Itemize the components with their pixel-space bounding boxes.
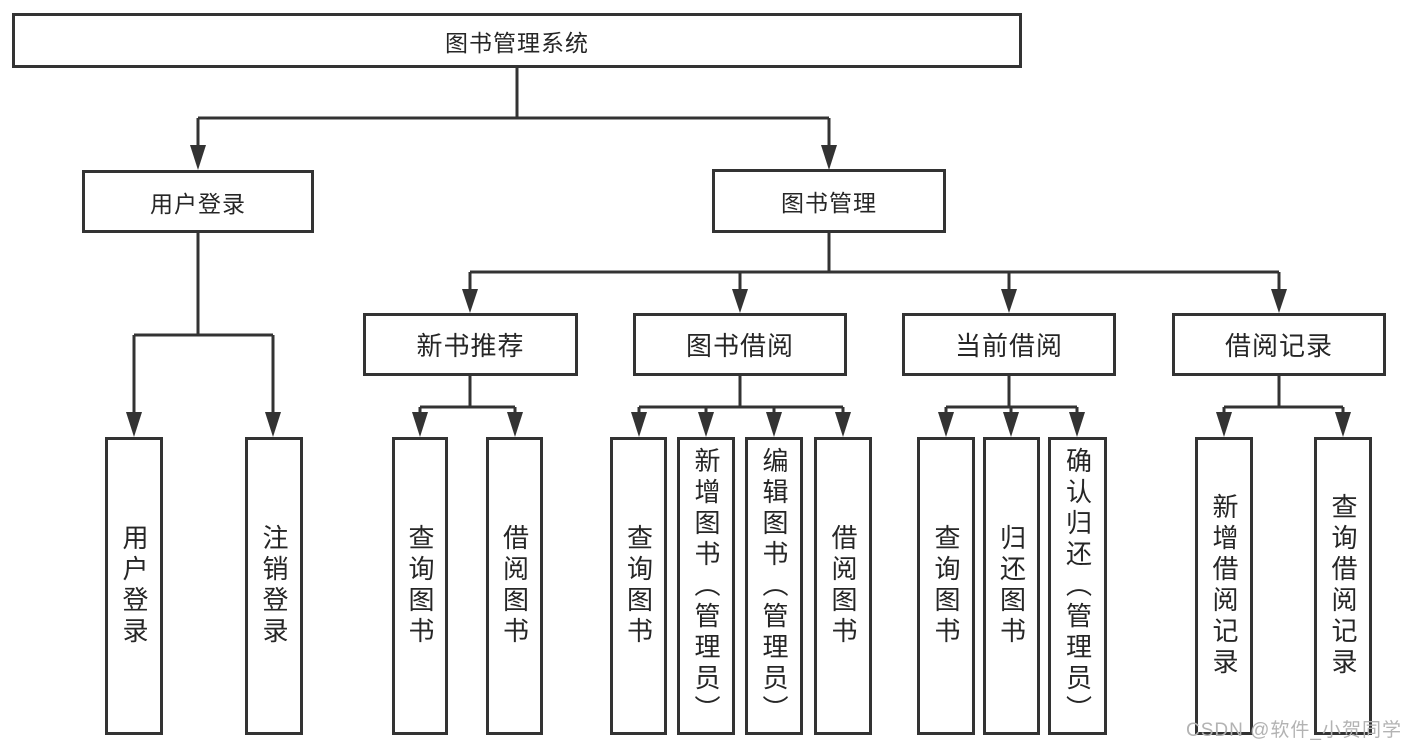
node-borrow-records: 借阅记录 (1172, 313, 1386, 376)
arrowheads (126, 145, 1351, 437)
arrowhead (938, 412, 954, 437)
leaf-confirm-return-admin: 确认归还（管理员） (1048, 437, 1107, 735)
connector-new-book-fork (418, 376, 517, 418)
leaf-user-login: 用户登录 (105, 437, 163, 735)
node-root: 图书管理系统 (12, 13, 1022, 68)
leaf-borrow-books-label: 借阅图书 (828, 524, 858, 648)
node-borrow-records-label: 借阅记录 (1224, 331, 1333, 361)
leaf-confirm-return-admin-label: 确认归还（管理员） (1062, 446, 1093, 726)
leaf-edit-books-admin-label: 编辑图书（管理员） (759, 446, 789, 726)
leaf-add-books-admin: 新增图书（管理员） (677, 437, 735, 735)
arrowhead (507, 412, 523, 437)
connector-user-login-fork (132, 233, 275, 418)
csdn-watermark: CSDN @软件_小贺同学 (1186, 720, 1402, 741)
arrowhead (462, 289, 478, 313)
connector-book-management-fork (468, 233, 1281, 295)
node-root-label: 图书管理系统 (445, 29, 589, 56)
leaf-query-borrow-record-label: 查询借阅记录 (1328, 493, 1358, 679)
leaf-query-books-recommend-label: 查询图书 (405, 524, 435, 648)
leaf-logout-label: 注销登录 (259, 524, 289, 648)
connector-current-borrow-fork (944, 376, 1079, 418)
arrowhead (412, 412, 428, 437)
node-book-borrow: 图书借阅 (633, 313, 847, 376)
node-book-management: 图书管理 (712, 169, 946, 233)
leaf-add-borrow-record: 新增借阅记录 (1195, 437, 1253, 735)
arrowhead (1271, 289, 1287, 313)
node-current-borrow: 当前借阅 (902, 313, 1116, 376)
leaf-query-books-borrow-label: 查询图书 (623, 524, 654, 648)
leaf-add-books-admin-label: 新增图书（管理员） (691, 446, 721, 726)
leaf-user-login-label: 用户登录 (119, 524, 149, 648)
arrowhead (1001, 289, 1017, 313)
leaf-return-books: 归还图书 (983, 437, 1040, 735)
leaf-logout: 注销登录 (245, 437, 303, 735)
leaf-query-books-current-label: 查询图书 (931, 524, 961, 648)
node-book-management-label: 图书管理 (781, 190, 877, 216)
leaf-query-books-borrow: 查询图书 (610, 437, 667, 735)
arrowhead (821, 145, 837, 170)
leaf-query-books-current: 查询图书 (917, 437, 975, 735)
leaf-borrow-books: 借阅图书 (814, 437, 872, 735)
node-current-borrow-label: 当前借阅 (954, 331, 1063, 361)
leaf-borrow-books-recommend-label: 借阅图书 (499, 524, 530, 648)
arrowhead (1216, 412, 1232, 437)
leaf-add-borrow-record-label: 新增借阅记录 (1209, 493, 1239, 679)
node-new-book-recommend-label: 新书推荐 (416, 331, 525, 361)
leaf-borrow-books-recommend: 借阅图书 (486, 437, 543, 735)
node-new-book-recommend: 新书推荐 (363, 313, 578, 376)
connector-book-borrow-fork (637, 376, 845, 418)
arrowhead (732, 289, 748, 313)
arrowhead (698, 412, 714, 437)
arrowhead (631, 412, 647, 437)
connector-borrow-records-fork (1222, 376, 1345, 418)
node-book-borrow-label: 图书借阅 (685, 331, 794, 361)
leaf-edit-books-admin: 编辑图书（管理员） (745, 437, 803, 735)
connector-root-trunk (196, 68, 831, 150)
leaf-return-books-label: 归还图书 (996, 524, 1027, 648)
leaf-query-books-recommend: 查询图书 (392, 437, 448, 735)
node-user-login: 用户登录 (82, 170, 314, 233)
arrowhead (835, 412, 851, 437)
arrowhead (1003, 412, 1019, 437)
node-user-login-label: 用户登录 (150, 190, 246, 217)
arrowhead (766, 412, 782, 437)
arrowhead (190, 145, 206, 170)
arrowhead (1069, 412, 1085, 437)
arrowhead (1335, 412, 1351, 437)
arrowhead (126, 412, 142, 437)
arrowhead (265, 412, 281, 437)
leaf-query-borrow-record: 查询借阅记录 (1314, 437, 1372, 735)
